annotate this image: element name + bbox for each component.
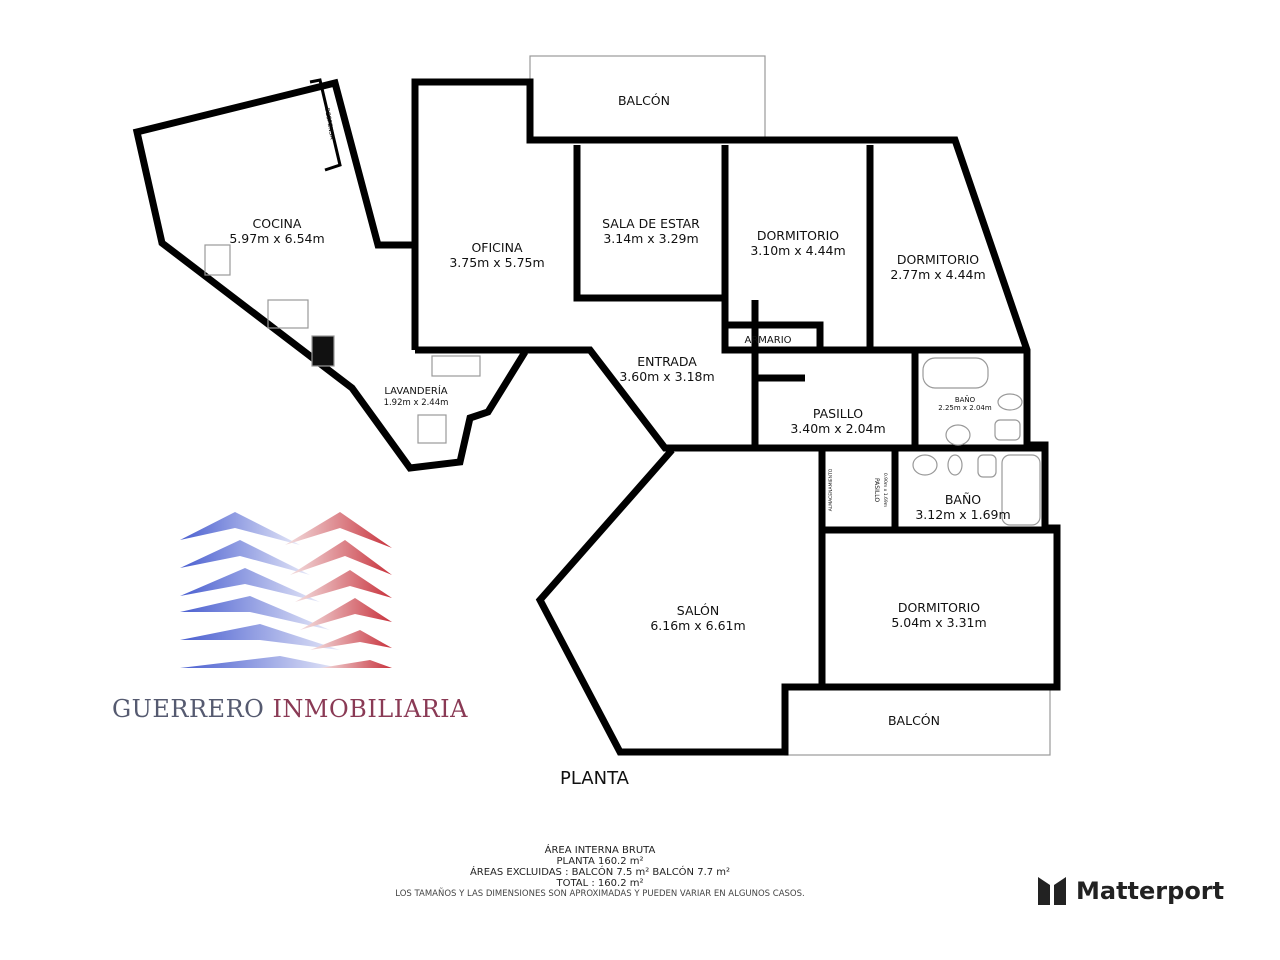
svg-text:COCINA: COCINA <box>253 216 302 231</box>
svg-text:2.25m x 2.04m: 2.25m x 2.04m <box>938 404 992 412</box>
svg-text:3.60m x 3.18m: 3.60m x 3.18m <box>619 369 714 384</box>
svg-text:BAÑO: BAÑO <box>945 492 981 507</box>
svg-text:3.12m x 1.69m: 3.12m x 1.69m <box>915 507 1010 522</box>
notes-line2: PLANTA 160.2 m² <box>556 856 644 867</box>
svg-text:3.14m x 3.29m: 3.14m x 3.29m <box>603 231 698 246</box>
svg-text:BALCÓN: BALCÓN <box>888 713 940 728</box>
svg-text:ARMARIO: ARMARIO <box>744 335 791 346</box>
matterport-icon <box>1038 877 1066 905</box>
svg-text:DORMITORIO: DORMITORIO <box>898 600 980 615</box>
svg-text:3.10m x 4.44m: 3.10m x 4.44m <box>750 243 845 258</box>
svg-text:5.97m x 6.54m: 5.97m x 6.54m <box>229 231 324 246</box>
svg-text:BALCÓN: BALCÓN <box>618 93 670 108</box>
brand-part2: INMOBILIARIA <box>272 695 468 723</box>
svg-text:DORMITORIO: DORMITORIO <box>897 252 979 267</box>
notes-line1: ÁREA INTERNA BRUTA <box>544 845 656 856</box>
walls <box>132 78 1061 756</box>
brand-part1: GUERRERO <box>112 695 273 723</box>
svg-text:1.92m x 2.44m: 1.92m x 2.44m <box>384 398 449 408</box>
svg-text:LAVANDERÍA: LAVANDERÍA <box>384 384 447 397</box>
plan-title: PLANTA <box>560 768 629 789</box>
matterport-label: Matterport <box>1076 877 1225 905</box>
svg-text:OFICINA: OFICINA <box>471 240 522 255</box>
matterport-logo: Matterport <box>1036 875 1224 907</box>
svg-text:2.77m x 4.44m: 2.77m x 4.44m <box>890 267 985 282</box>
fixtures <box>204 244 1041 526</box>
svg-text:PASILLO: PASILLO <box>873 478 880 502</box>
svg-text:0.90m x 1.69m: 0.90m x 1.69m <box>882 473 888 507</box>
area-notes: ÁREA INTERNA BRUTA PLANTA 160.2 m² ÁREAS… <box>360 845 840 900</box>
svg-text:DESPENSA: DESPENSA <box>323 107 336 141</box>
notes-line4: TOTAL : 160.2 m² <box>556 878 644 889</box>
svg-text:ALMACENAMIENTO: ALMACENAMIENTO <box>828 468 834 511</box>
svg-text:6.16m x 6.61m: 6.16m x 6.61m <box>650 618 745 633</box>
brand-name: GUERRERO INMOBILIARIA <box>112 695 468 723</box>
svg-text:PASILLO: PASILLO <box>813 406 863 421</box>
svg-text:SALÓN: SALÓN <box>677 603 719 618</box>
brand-logo <box>180 512 392 668</box>
svg-text:DORMITORIO: DORMITORIO <box>757 228 839 243</box>
disclaimer: LOS TAMAÑOS Y LAS DIMENSIONES SON APROXI… <box>395 889 805 899</box>
svg-text:ENTRADA: ENTRADA <box>637 354 697 369</box>
svg-text:SALA DE ESTAR: SALA DE ESTAR <box>602 216 700 231</box>
svg-text:5.04m x 3.31m: 5.04m x 3.31m <box>891 615 986 630</box>
svg-text:BAÑO: BAÑO <box>955 395 976 404</box>
svg-text:3.40m x 2.04m: 3.40m x 2.04m <box>790 421 885 436</box>
svg-text:3.75m x 5.75m: 3.75m x 5.75m <box>449 255 544 270</box>
notes-line3: ÁREAS EXCLUIDAS : BALCÓN 7.5 m² BALCÓN 7… <box>469 867 731 878</box>
